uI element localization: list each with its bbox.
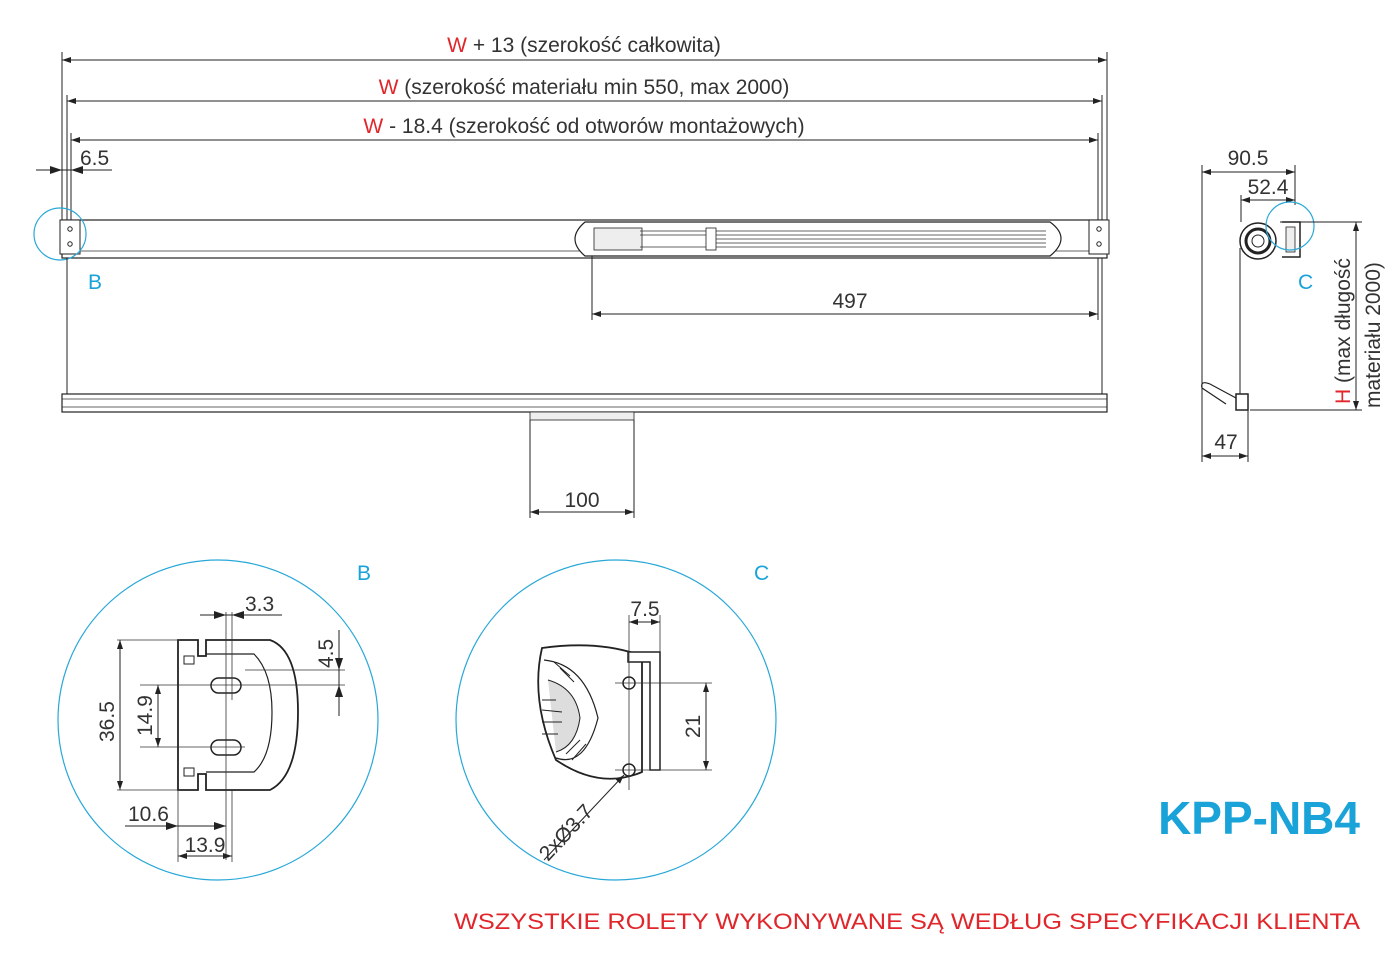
handle: [529, 411, 635, 421]
detail-b-dim-3: 36.5: [96, 701, 119, 742]
detail-c: C 7.5 21 2xØ3.7: [455, 559, 777, 881]
detail-b-dim-1: 3.3: [245, 593, 274, 616]
height-label: H (max długość: [1332, 258, 1355, 404]
material-width-label: W (szerokość materiału min 550, max 2000…: [379, 76, 790, 99]
height-label-2: materiału 2000): [1362, 262, 1385, 408]
detail-b-dim-2: 4.5: [315, 639, 338, 668]
detail-b: B 3.3 4.5 36.5 14.9: [57, 559, 379, 881]
total-width-label: W + 13 (szerokość całkowita): [447, 34, 721, 57]
depth-tube-label: 52.4: [1248, 176, 1289, 199]
side-view: 90.5 52.4 C H (max długość materiału 200…: [1201, 147, 1385, 462]
hook: [1201, 382, 1237, 405]
detail-c-dim-1: 7.5: [630, 598, 659, 621]
detail-c-main-label: C: [1298, 271, 1313, 294]
detail-c-circle: [455, 559, 777, 881]
offset-left-label: 6.5: [80, 147, 109, 170]
detail-c-dim-3: 2xØ3.7: [535, 800, 598, 865]
product-code: KPP-NB4: [1158, 792, 1360, 844]
detail-b-dim-4: 14.9: [134, 695, 157, 736]
mount-width-label: W - 18.4 (szerokość od otworów montażowy…: [363, 115, 804, 138]
detail-c-marker: [1265, 201, 1315, 251]
handle-width-label: 100: [564, 489, 599, 512]
detail-b-circle: [57, 559, 379, 881]
right-bracket: [1088, 219, 1110, 255]
front-view: W + 13 (szerokość całkowita) W (szerokoś…: [33, 34, 1110, 518]
mechanism-length-label: 497: [832, 290, 867, 313]
detail-b-marker: [33, 207, 87, 261]
detail-c-label: C: [754, 562, 769, 585]
bottom-depth-label: 47: [1214, 431, 1237, 454]
bottom-bar: [61, 393, 1108, 413]
left-bracket: [59, 219, 81, 255]
detail-b-bracket: [177, 639, 299, 791]
depth-total-label: 90.5: [1228, 147, 1269, 170]
detail-c-dim-2: 21: [682, 715, 705, 738]
spring-mechanism: [574, 221, 1062, 257]
detail-b-dim-6: 13.9: [185, 834, 226, 857]
footer-note: WSZYSTKIE ROLETY WYKONYWANE SĄ WEDŁUG SP…: [454, 909, 1360, 934]
detail-b-main-label: B: [88, 271, 102, 294]
detail-b-dim-5: 10.6: [128, 803, 169, 826]
detail-b-label: B: [357, 562, 371, 585]
